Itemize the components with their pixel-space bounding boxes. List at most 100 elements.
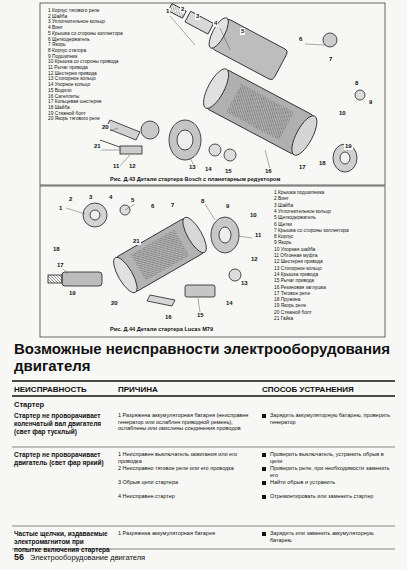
cause-cell: 3 Обрыв цепи стартера — [118, 479, 256, 486]
callout-number: 18 — [318, 160, 327, 167]
parts-list-item: 2 Винт — [274, 196, 289, 202]
callout-number: 19 — [344, 143, 353, 150]
callout-number: 4 — [213, 20, 218, 27]
parts-list-item: 4 Уплотнительное кольцо — [274, 209, 331, 215]
callout-number: 2 — [68, 196, 73, 203]
parts-list-item: 16 Сателлиты — [48, 94, 79, 100]
cause-cell: 1 Разряжена аккумуляторная батарея — [118, 530, 256, 537]
callout-number: 5 — [240, 28, 245, 35]
cause-cell: 2 Неисправно тяговое реле или его провод… — [118, 465, 256, 472]
callout-number: 19 — [68, 290, 77, 297]
parts-list-item: 1 Крышка подшипника — [274, 190, 324, 196]
remedy-cell: Отремонтировать или заменить стартер — [270, 493, 392, 500]
cause-cell: 1 Разряжена аккумуляторная батарея (неис… — [118, 412, 256, 432]
callout-number: 9 — [368, 99, 373, 106]
callout-number: 8 — [354, 80, 359, 87]
parts-list-item: 3 Уплотнительное кольцо — [48, 19, 105, 25]
callout-number: 2 — [180, 6, 185, 13]
parts-list-item: 20 Якорь тягового реле — [48, 116, 100, 122]
fault-cell: Частые щелчки, издаваемые электромагнито… — [14, 530, 112, 553]
parts-list-item: 9 Якорь — [274, 240, 291, 246]
parts-list-item: 15 Рычаг привода — [274, 278, 314, 284]
parts-list-item: 16 Резиновая заглушка — [274, 285, 326, 291]
callout-number: 15 — [196, 312, 205, 319]
column-header: НЕИСПРАВНОСТЬ — [14, 385, 87, 395]
callout-number: 16 — [164, 314, 173, 321]
parts-list-item: 17 Тяговое реле — [274, 291, 310, 297]
parts-list-item: 7 Крышка со стороны коллектора — [274, 228, 349, 234]
parts-list-item: 5 Крышка со стороны коллектора — [48, 31, 123, 37]
cause-cell: 1 Неисправен выключатель зажигания или е… — [118, 451, 256, 464]
fault-cell: Стартер не проворачивает двигатель (свет… — [14, 451, 112, 467]
running-footer: Электрооборудование двигателя — [30, 553, 145, 562]
parts-list-item: 3 Шайба — [274, 203, 293, 209]
parts-list-item: 4 Винт — [48, 25, 63, 31]
callout-number: 12 — [250, 256, 259, 263]
parts-list-item: 8 Корпус статора — [48, 48, 86, 54]
callout-number: 21 — [132, 238, 141, 245]
callout-number: 1 — [165, 8, 170, 15]
callout-number: 11 — [254, 232, 262, 239]
parts-list-item: 10 Упорная шайба — [274, 247, 315, 253]
callout-number: 16 — [264, 168, 273, 175]
section-subheading: Стартер — [14, 400, 44, 409]
figure-caption: Рис. Д.44 Детали стартера Lucas M79 — [110, 326, 213, 333]
callout-number: 9 — [225, 203, 230, 210]
section-heading: Возможные неисправности электрооборудова… — [14, 340, 399, 374]
parts-list-item: 5 Щеткодержатель — [274, 215, 316, 221]
callout-number: 7 — [170, 202, 175, 209]
parts-list-item: 19 Стяжной болт — [48, 111, 86, 117]
remedy-cell: Зарядить аккумуляторную батарею, провери… — [270, 412, 392, 425]
callout-number: 5 — [130, 197, 135, 204]
cause-cell: 4 Неисправен стартер — [118, 493, 256, 500]
callout-number: 15 — [224, 168, 233, 175]
parts-list-item: 6 Щеткодержатель — [48, 37, 90, 43]
callout-number: 4 — [108, 194, 113, 201]
callout-number: 10 — [249, 212, 258, 219]
parts-list-item: 13 Стопорное кольцо — [274, 266, 322, 272]
callout-number: 17 — [56, 262, 65, 269]
callout-number: 18 — [52, 246, 61, 253]
parts-list-item: 12 Шестерня привода — [274, 259, 323, 265]
parts-list-item: 12 Шестерня привода — [48, 71, 97, 77]
parts-list-item: 13 Стопорное кольцо — [48, 76, 96, 82]
callout-number: 10 — [338, 110, 347, 117]
parts-list-item: 14 Упорное кольцо — [48, 82, 90, 88]
callout-number: 6 — [150, 203, 155, 210]
callout-number: 12 — [128, 163, 137, 170]
callout-number: 14 — [225, 300, 234, 307]
callout-number: 20 — [110, 300, 119, 307]
remedy-cell: Проверить реле, при необходимости замени… — [270, 465, 392, 478]
parts-list-item: 2 Шайба — [48, 14, 67, 20]
remedy-cell: Найти обрыв и устранить — [270, 479, 392, 486]
callout-number: 21 — [93, 143, 102, 150]
callout-number: 8 — [200, 198, 205, 205]
parts-list-item: 10 Крышка со стороны привода — [48, 59, 119, 65]
callout-number: 11 — [112, 163, 120, 170]
parts-list-item: 18 Пружина — [274, 297, 300, 303]
column-header: СПОСОБ УСТРАНЕНИЯ — [262, 385, 354, 395]
parts-list-item: 21 Гайка — [274, 316, 293, 322]
callout-number: 3 — [88, 194, 93, 201]
parts-list-item: 1 Корпус тягового реле — [48, 8, 99, 14]
parts-list-item: 11 Рычаг привода — [48, 65, 88, 71]
parts-list-item: 20 Стяжной болт — [274, 310, 312, 316]
callout-number: 20 — [101, 124, 110, 131]
callout-number: 17 — [298, 164, 307, 171]
parts-list-item: 14 Крышка привода — [274, 272, 318, 278]
parts-list-item: 6 Щетки — [274, 222, 292, 228]
figure-caption: Рис. Д.43 Детали стартера Bosch с планет… — [110, 176, 380, 183]
parts-list-item: 18 Шайба — [48, 105, 70, 111]
callout-number: 6 — [298, 36, 303, 43]
callout-number: 13 — [240, 280, 249, 287]
parts-list-item: 7 Якорь — [48, 42, 65, 48]
remedy-cell: Проверить выключатель, устранить обрыв в… — [270, 451, 392, 464]
parts-list-item: 19 Якорь реле — [274, 303, 306, 309]
callout-number: 13 — [188, 164, 197, 171]
parts-list-item: 11 Обгонная муфта — [274, 253, 317, 259]
callout-number: 7 — [328, 56, 333, 63]
parts-list-item: 9 Подшипник — [48, 54, 77, 60]
parts-list-item: 8 Корпус — [274, 234, 293, 240]
page-number: 56 — [14, 552, 24, 563]
